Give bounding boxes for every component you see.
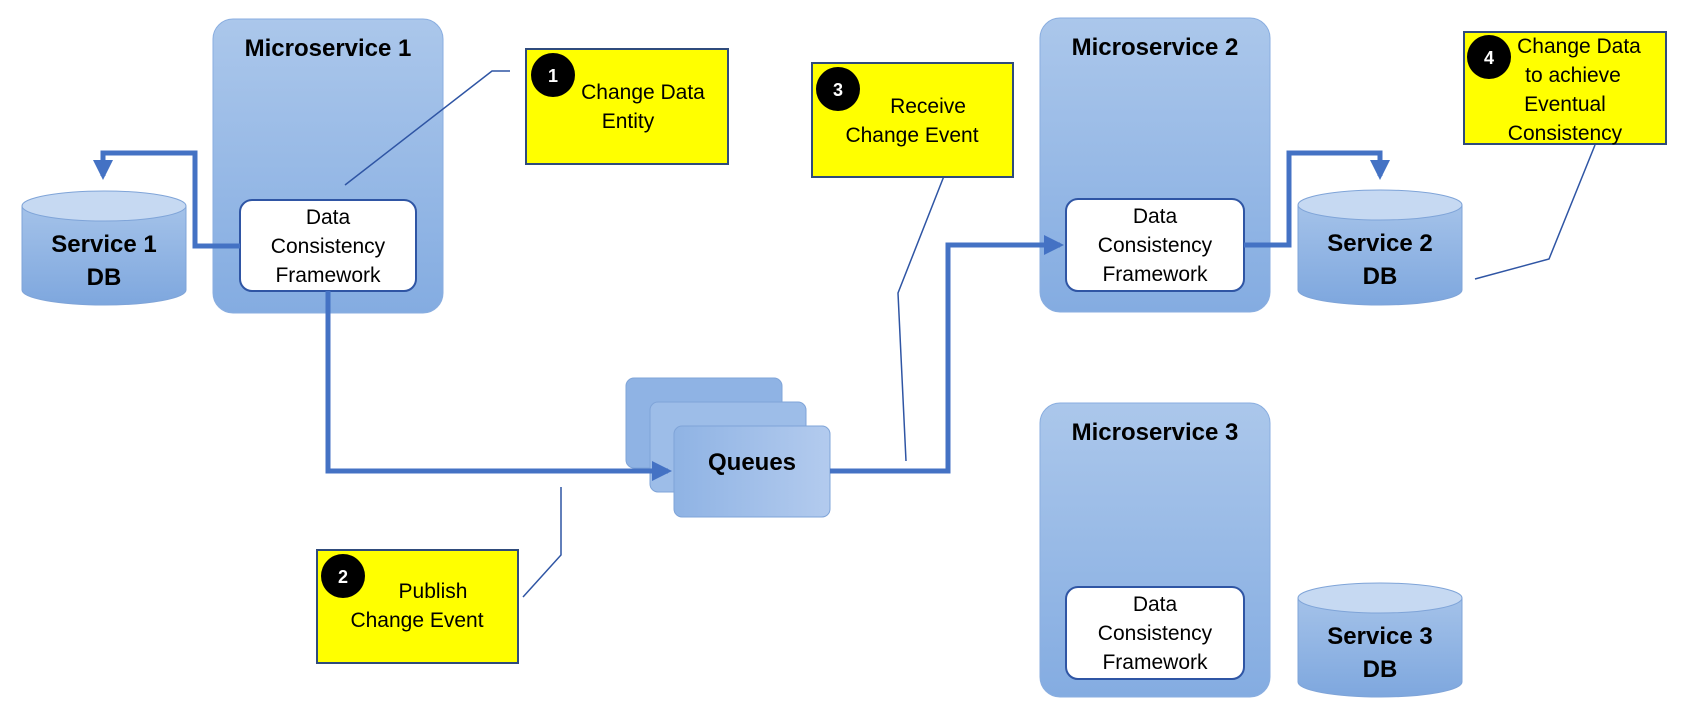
- callout-line-step-2: [522, 487, 562, 598]
- queues-label: Queues: [708, 449, 796, 476]
- framework-line: Framework: [275, 264, 381, 287]
- queues: Queues: [625, 377, 831, 518]
- step-4-note: 4 Change Data to achieve Eventual Consis…: [1463, 31, 1667, 145]
- step-text: Change Event: [350, 609, 483, 632]
- step-text: Entity: [602, 110, 655, 133]
- step-badge: 4: [1484, 48, 1494, 68]
- db-name: Service 2: [1327, 230, 1432, 257]
- framework-line: Consistency: [1098, 234, 1213, 257]
- step-1-note: 1 Change Data Entity: [525, 48, 729, 165]
- service-3-db: Service 3 DB: [1297, 582, 1463, 698]
- arrow-framework-2-to-service-2-db: [1244, 150, 1390, 248]
- step-text: Change Data: [1517, 35, 1641, 58]
- db-name: Service 1: [51, 231, 156, 258]
- service-1-db: Service 1 DB: [21, 190, 187, 306]
- db-suffix: DB: [1363, 263, 1398, 290]
- db-name: Service 3: [1327, 623, 1432, 650]
- data-consistency-framework-3: Data Consistency Framework: [1065, 586, 1245, 680]
- step-badge: 3: [833, 80, 843, 100]
- callout-line-step-3: [897, 175, 945, 462]
- framework-line: Consistency: [271, 235, 386, 258]
- service-2-db: Service 2 DB: [1297, 189, 1463, 306]
- framework-line: Data: [306, 206, 351, 229]
- microservice-1-title: Microservice 1: [245, 35, 412, 62]
- data-consistency-framework-1: Data Consistency Framework: [239, 199, 417, 292]
- framework-line: Framework: [1102, 651, 1208, 674]
- step-text: Publish: [399, 580, 468, 603]
- arrow-framework-1-to-queues: [325, 291, 672, 481]
- step-text: Change Data: [581, 81, 705, 104]
- framework-line: Framework: [1102, 263, 1208, 286]
- framework-line: Data: [1133, 593, 1178, 616]
- step-text: to achieve: [1525, 64, 1621, 87]
- step-badge: 1: [548, 66, 558, 86]
- db-suffix: DB: [1363, 656, 1398, 683]
- step-text: Eventual: [1524, 93, 1606, 116]
- framework-line: Data: [1133, 205, 1178, 228]
- step-badge: 2: [338, 567, 348, 587]
- microservice-2-title: Microservice 2: [1072, 34, 1239, 61]
- microservice-3-title: Microservice 3: [1072, 419, 1239, 446]
- db-suffix: DB: [87, 264, 122, 291]
- step-2-note: 2 Publish Change Event: [316, 549, 519, 664]
- microservice-3: Microservice 3 Data Consistency Framewor…: [1039, 402, 1271, 698]
- step-text: Receive: [890, 95, 966, 118]
- step-text: Consistency: [1508, 122, 1623, 145]
- callout-lines: [344, 70, 1596, 598]
- framework-line: Consistency: [1098, 622, 1213, 645]
- callout-line-step-1: [344, 70, 510, 186]
- step-text: Change Event: [845, 124, 978, 147]
- flow-arrows: [93, 150, 1390, 481]
- microservice-2: Microservice 2 Data Consistency Framewor…: [1039, 17, 1271, 313]
- callout-line-step-4: [1474, 144, 1596, 280]
- step-3-note: 3 Receive Change Event: [811, 62, 1014, 178]
- data-consistency-framework-2: Data Consistency Framework: [1065, 198, 1245, 292]
- arrow-framework-1-to-service-1-db: [93, 150, 240, 249]
- microservice-1: Microservice 1 Data Consistency Framewor…: [212, 18, 444, 314]
- arrow-queues-to-framework-2: [830, 235, 1064, 474]
